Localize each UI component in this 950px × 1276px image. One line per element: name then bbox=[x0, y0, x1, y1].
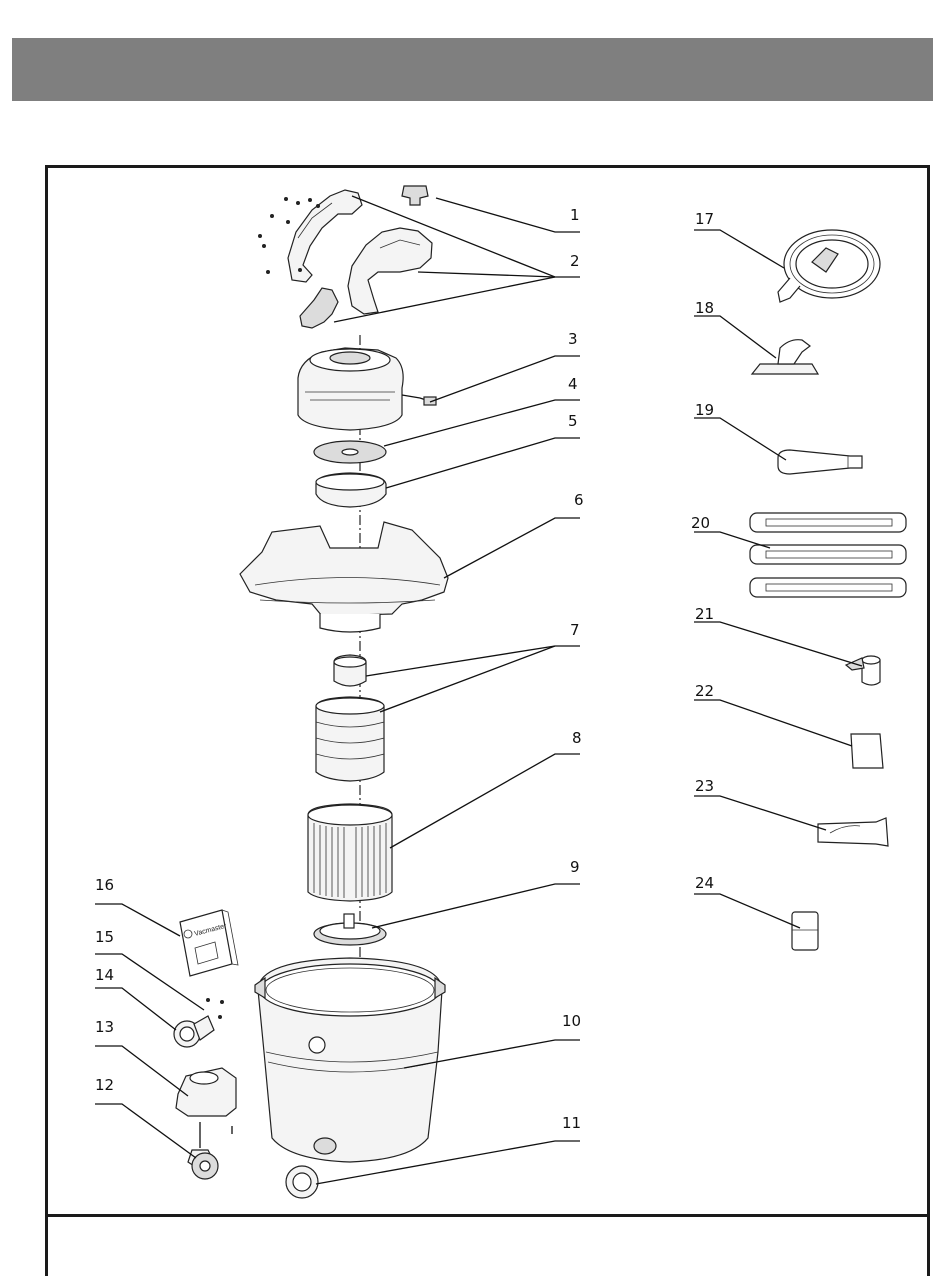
part-6-lid bbox=[240, 522, 448, 632]
part-22-filter-bag bbox=[851, 734, 883, 768]
part-18-floor-nozzle bbox=[752, 340, 818, 374]
part-13-caster-foot bbox=[176, 1068, 236, 1134]
callout-9: 9 bbox=[570, 858, 580, 876]
part-1-switch bbox=[402, 186, 428, 205]
callout-20: 20 bbox=[691, 514, 710, 532]
callout-16: 16 bbox=[95, 876, 114, 894]
part-5-float-cap bbox=[316, 473, 386, 507]
callout-3: 3 bbox=[568, 330, 578, 348]
callout-8: 8 bbox=[572, 729, 582, 747]
callout-19: 19 bbox=[695, 401, 714, 419]
callout-14: 14 bbox=[95, 966, 114, 984]
part-7-float-and-cage bbox=[316, 655, 384, 781]
part-23-utility-nozzle bbox=[818, 818, 888, 846]
part-21-adapter bbox=[846, 656, 880, 685]
part-3-motor-head bbox=[298, 348, 436, 430]
part-9-filter-plate bbox=[314, 914, 386, 945]
part-14-tank-adapter bbox=[174, 1016, 214, 1047]
part-10-drum bbox=[255, 958, 445, 1162]
callout-13: 13 bbox=[95, 1018, 114, 1036]
part-12-caster bbox=[188, 1122, 218, 1179]
callout-12: 12 bbox=[95, 1076, 114, 1094]
callout-23: 23 bbox=[695, 777, 714, 795]
callout-2: 2 bbox=[570, 252, 580, 270]
part-19-extension-wand bbox=[778, 450, 862, 474]
part-24-coupling bbox=[792, 912, 818, 950]
callout-7: 7 bbox=[570, 621, 580, 639]
leader-lines bbox=[95, 196, 862, 1184]
callout-6: 6 bbox=[574, 491, 584, 509]
part-8-cartridge-filter bbox=[308, 804, 392, 901]
callout-5: 5 bbox=[568, 412, 578, 430]
callout-18: 18 bbox=[695, 299, 714, 317]
part-11-drain-cap bbox=[286, 1166, 318, 1198]
callout-4: 4 bbox=[568, 375, 578, 393]
callout-17: 17 bbox=[695, 210, 714, 228]
part-15-screws bbox=[206, 998, 224, 1019]
part-17-hose bbox=[778, 230, 880, 302]
callout-1: 1 bbox=[570, 206, 580, 224]
callout-11: 11 bbox=[562, 1114, 581, 1132]
callout-10: 10 bbox=[562, 1012, 581, 1030]
callout-24: 24 bbox=[695, 874, 714, 892]
callout-15: 15 bbox=[95, 928, 114, 946]
part-20-wands bbox=[750, 513, 906, 597]
callout-22: 22 bbox=[695, 682, 714, 700]
part-16-operators-manual: Vacmaster bbox=[180, 910, 238, 976]
part-4-filter-disc bbox=[314, 441, 386, 463]
callout-21: 21 bbox=[695, 605, 714, 623]
